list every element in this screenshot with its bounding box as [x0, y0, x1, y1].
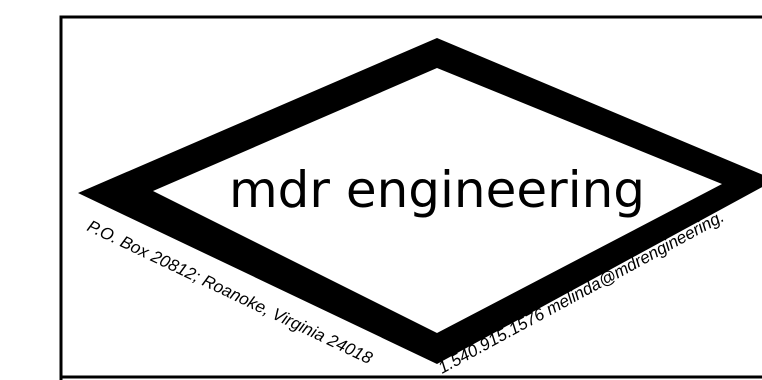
diamond-band [78, 38, 762, 364]
contact-line: 1.540.915.1576 melinda@mdrengineering. [435, 207, 728, 378]
frame-border [59, 15, 762, 380]
brand-name: mdr engineering [229, 161, 645, 219]
